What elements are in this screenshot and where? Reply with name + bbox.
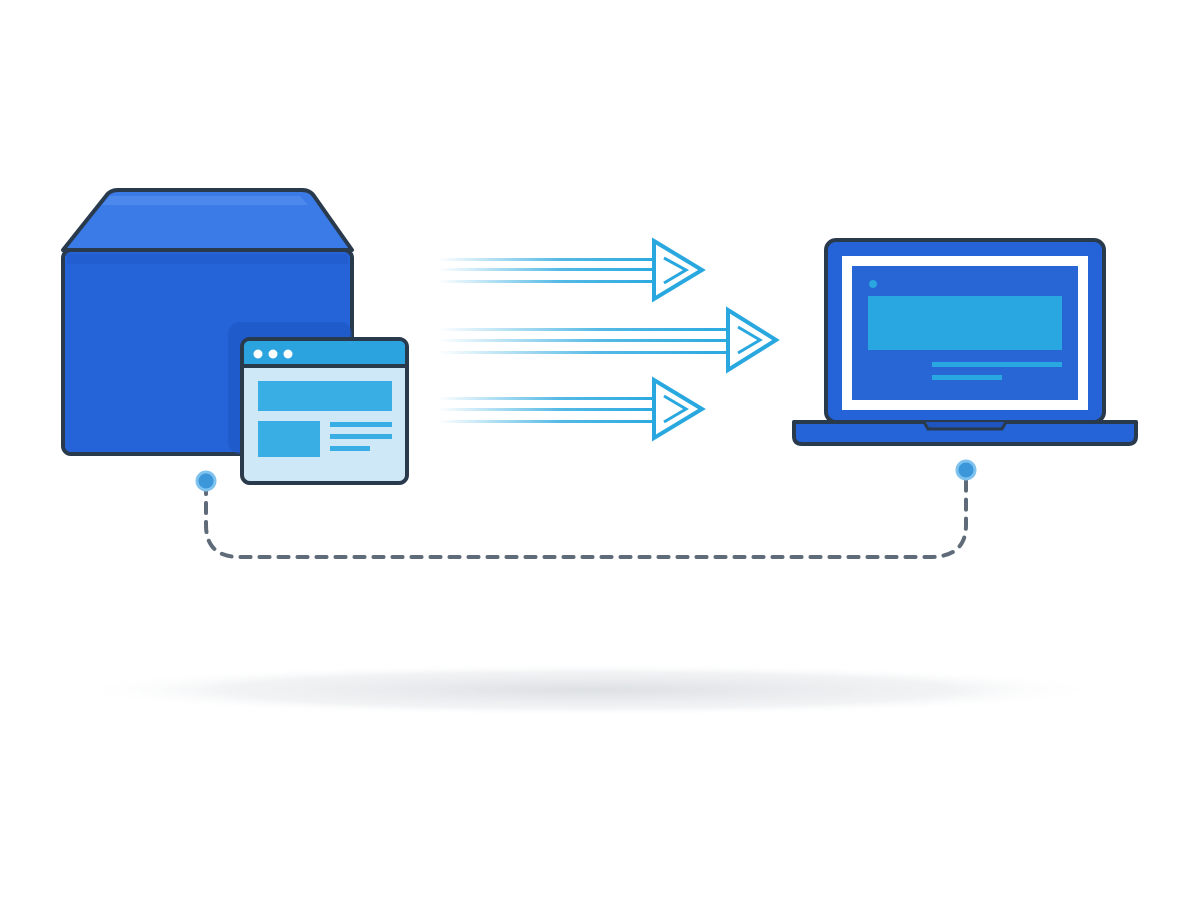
window-dot-2 (268, 349, 278, 359)
transfer-arrows (438, 237, 780, 442)
laptop-icon (792, 238, 1138, 446)
laptop-screen-line-2 (932, 375, 1002, 380)
laptop-screen-banner (868, 296, 1062, 350)
window-dot-3 (283, 349, 293, 359)
ground-shadow (70, 664, 1110, 716)
window-text-line-2 (330, 434, 392, 439)
connector-dot-left (195, 470, 217, 492)
transfer-arrow-bottom-icon (438, 376, 706, 442)
connector-dot-right (955, 459, 977, 481)
window-dot-1 (253, 349, 263, 359)
laptop-screen-line-1 (932, 362, 1062, 367)
laptop-notch (922, 421, 1008, 431)
browser-window-icon (240, 337, 409, 485)
window-banner (258, 381, 392, 411)
dashed-connector (195, 459, 977, 559)
transfer-arrow-top-icon (438, 237, 706, 303)
transfer-arrow-middle-icon (438, 306, 780, 374)
laptop-screen-dot (869, 280, 877, 288)
window-image-block (258, 421, 320, 457)
window-text-line-3 (330, 446, 370, 451)
window-text-line-1 (330, 422, 392, 427)
